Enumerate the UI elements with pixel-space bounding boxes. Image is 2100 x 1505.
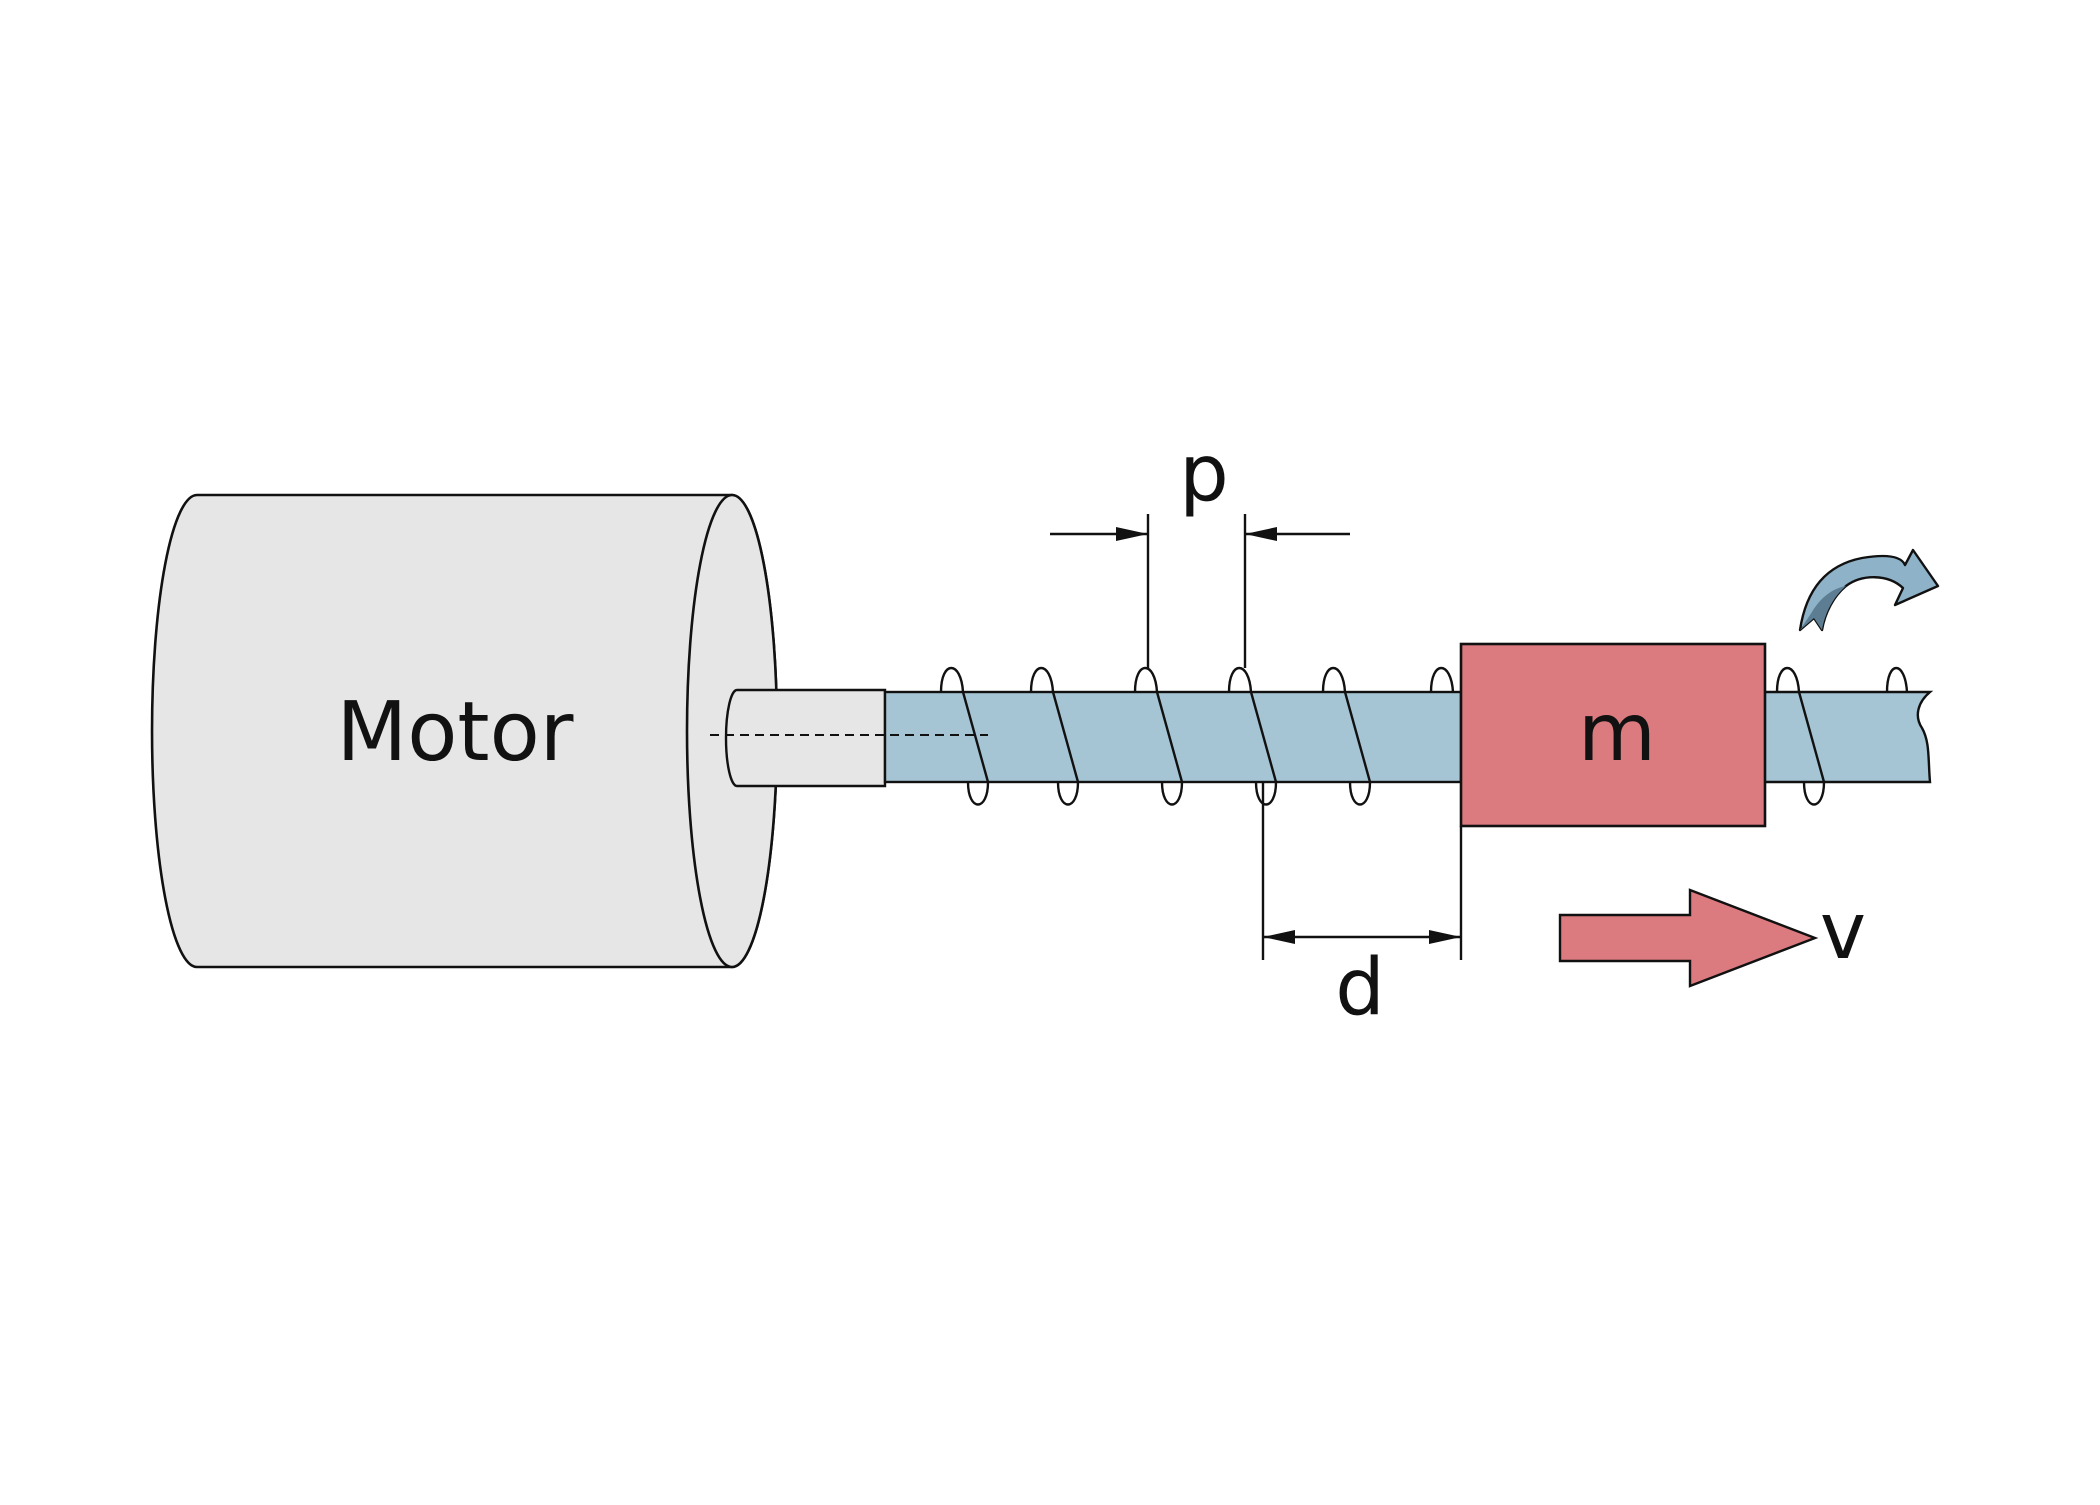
velocity-label: v (1820, 887, 1866, 977)
distance-label: d (1335, 943, 1385, 1033)
mass-block: m (1459, 642, 1767, 828)
pitch-label: p (1179, 429, 1229, 519)
curved-rotation-arrow-icon (1798, 548, 1940, 632)
motor-shaft (724, 688, 887, 788)
motor-label: Motor (337, 685, 574, 780)
motor-body: Motor (150, 493, 779, 969)
right-arrow-icon (1558, 888, 1819, 988)
mass-label: m (1578, 686, 1656, 779)
screw-threads (939, 666, 1909, 806)
distance-dimension (1261, 782, 1463, 960)
screw-shaft-end (1762, 690, 1934, 784)
pitch-dimension (1050, 514, 1350, 668)
screw-shaft (883, 690, 1463, 784)
